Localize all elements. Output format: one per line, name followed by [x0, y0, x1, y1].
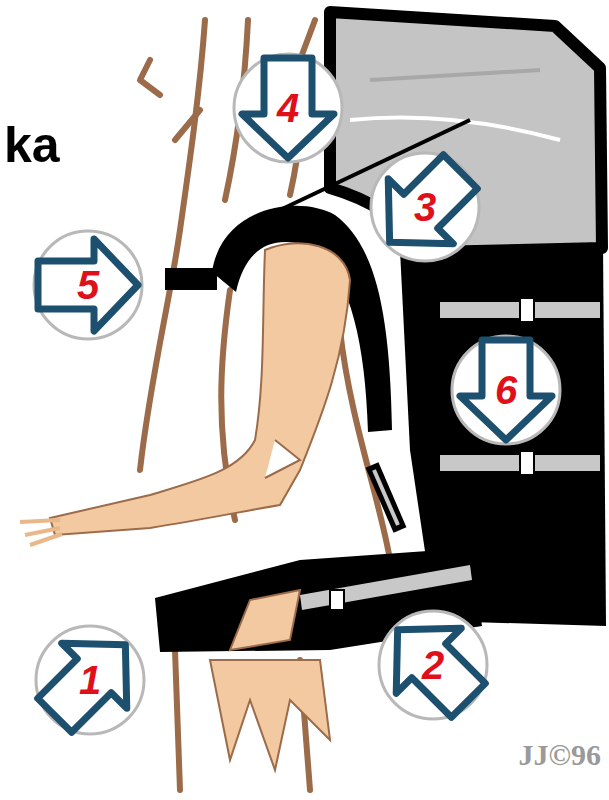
- callout-number: 4: [230, 50, 346, 166]
- callout-circle: 4: [230, 50, 346, 166]
- callout-circle: 1: [32, 622, 148, 738]
- watermark: JJ©96: [519, 738, 601, 772]
- callout-number: 5: [30, 227, 146, 343]
- callout-circle: 5: [30, 227, 146, 343]
- callout-circle: 3: [367, 149, 483, 265]
- callout-number: 6: [448, 332, 564, 448]
- callout-circle: 6: [448, 332, 564, 448]
- title-text: ka: [4, 116, 60, 174]
- callout-circle: 2: [375, 607, 491, 723]
- callout-number: 2: [375, 607, 491, 723]
- callout-number: 1: [32, 622, 148, 738]
- callout-number: 3: [367, 149, 483, 265]
